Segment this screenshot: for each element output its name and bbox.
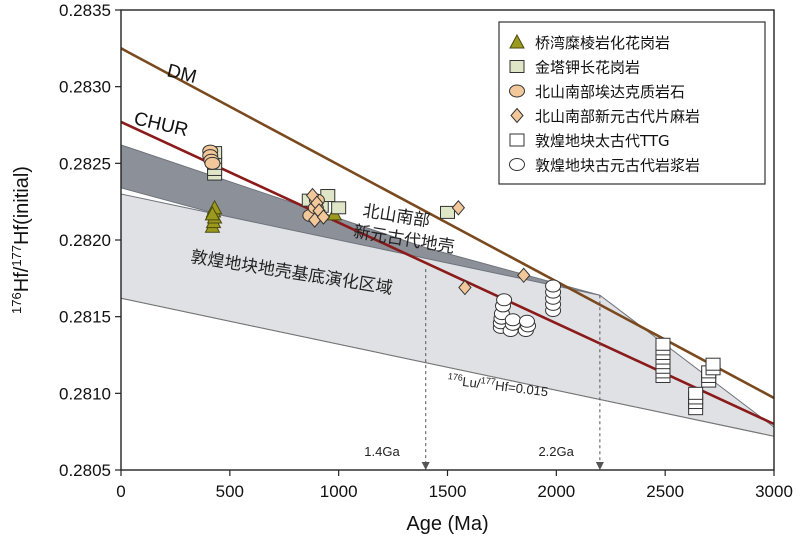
series-5-point	[705, 357, 721, 371]
y-tick-label: 0.2805	[59, 461, 111, 480]
legend-label-4: 北山南部新元古代片麻岩	[535, 108, 700, 126]
legend-label-2: 金塔钾长花岗岩	[535, 59, 640, 77]
series-4-point	[316, 209, 331, 225]
arrow-down-icon	[595, 462, 604, 470]
y-tick-label: 0.2820	[59, 231, 111, 250]
legend-label-3: 北山南部埃达克质岩石	[535, 83, 685, 101]
legend-marker-1	[509, 33, 525, 49]
points-layer	[202, 144, 721, 416]
x-tick-label: 3000	[755, 482, 793, 501]
age-marker-label: 1.4Ga	[364, 444, 400, 459]
y-tick-label: 0.2825	[59, 154, 111, 173]
series-6-point	[545, 279, 562, 293]
y-tick-label: 0.2830	[59, 78, 111, 97]
legend-marker-6	[509, 158, 525, 171]
series-2-point	[440, 205, 455, 219]
age-marker-label: 2.2Ga	[538, 444, 574, 459]
legend-box	[498, 21, 766, 185]
dm-label: DM	[165, 60, 199, 88]
legend-label-1: 桥湾糜棱岩化花岗岩	[535, 34, 670, 52]
chur-label: CHUR	[132, 108, 190, 141]
series-3-point	[204, 156, 221, 170]
series-1-point	[204, 205, 221, 221]
y-tick-label: 0.2835	[59, 1, 111, 20]
x-tick-label: 2000	[537, 482, 575, 501]
series-6-point	[518, 314, 535, 328]
x-tick-label: 2500	[646, 482, 684, 501]
series-6-point	[496, 293, 513, 307]
legend-marker-2	[509, 60, 525, 73]
y-axis-title: 176Hf/177Hf(initial)	[9, 166, 34, 314]
series-5-point	[655, 337, 671, 351]
x-tick-label: 1500	[429, 482, 467, 501]
arrow-down-icon	[421, 462, 430, 470]
legend-marker-3	[509, 84, 525, 98]
series-4-point	[451, 200, 466, 216]
legend-label-6: 敦煌地块古元古代岩浆岩	[535, 157, 700, 175]
legend-label-5: 敦煌地块太古代TTG	[535, 132, 670, 150]
legend: 桥湾糜棱岩化花岗岩金塔钾长花岗岩北山南部埃达克质岩石北山南部新元古代片麻岩敦煌地…	[498, 21, 766, 185]
series-6-point	[504, 313, 521, 327]
series-5-point	[688, 386, 704, 400]
x-tick-label: 500	[216, 482, 244, 501]
y-tick-label: 0.2815	[59, 308, 111, 327]
series-4-point	[458, 279, 472, 296]
series-2-point	[331, 201, 347, 215]
x-tick-label: 1000	[320, 482, 358, 501]
legend-marker-4	[510, 107, 524, 124]
y-tick-label: 0.2810	[59, 384, 111, 403]
regions-layer	[121, 144, 774, 437]
series-4-point	[517, 267, 531, 284]
lu-hf-label: 176Lu/177Hf=0.015	[447, 371, 549, 399]
axes-layer: 0 500 1000 1500 2000 2500 3000 0.2805 0.2810 0.28…	[9, 1, 793, 535]
legend-marker-5	[509, 133, 525, 147]
x-tick-label: 0	[116, 482, 125, 501]
lu-hf-reference-line	[121, 297, 774, 437]
x-axis-title: Age (Ma)	[406, 513, 488, 535]
